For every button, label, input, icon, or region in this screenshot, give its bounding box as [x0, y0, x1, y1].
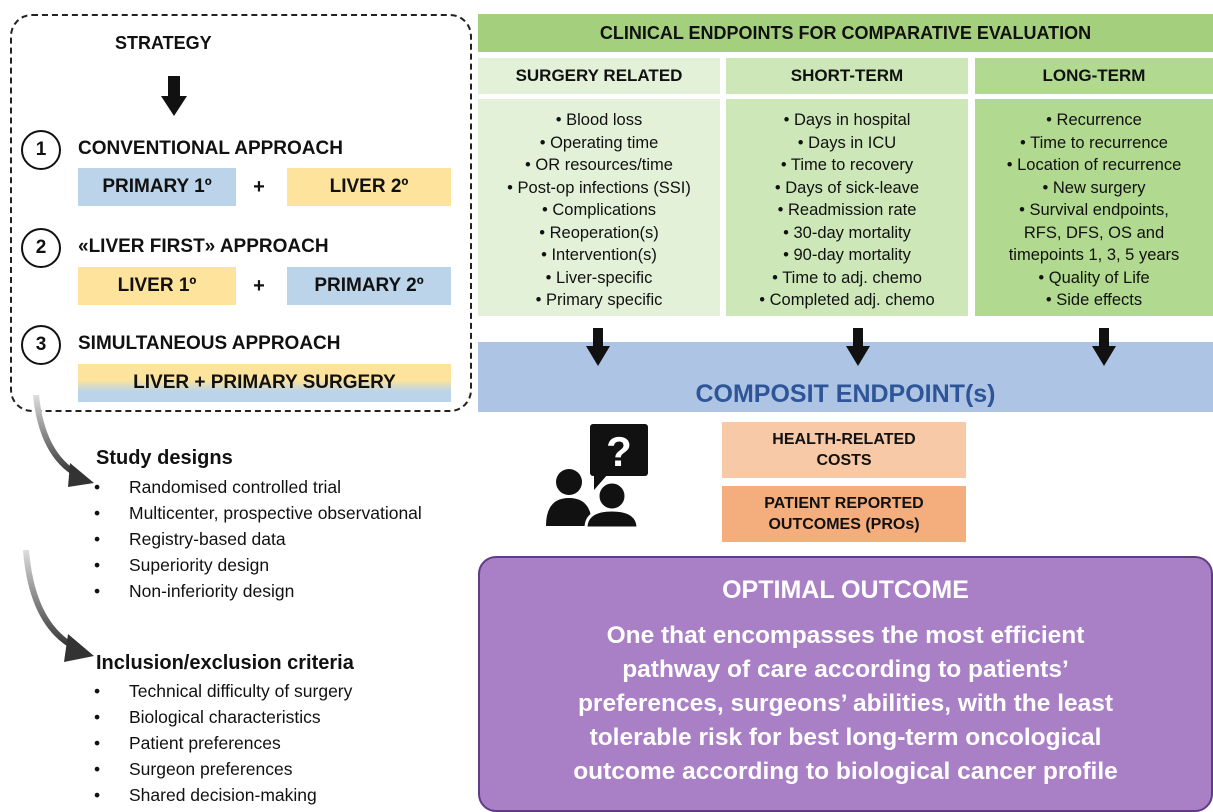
surgery-related-header: SURGERY RELATED [478, 58, 720, 94]
plus-sign: + [253, 275, 265, 297]
list-item: • Intervention(s) [541, 246, 657, 264]
primary-1-box: PRIMARY 1º [78, 168, 236, 206]
list-item: • Location of recurrence [1006, 156, 1182, 174]
list-item: • Time to recovery [780, 156, 914, 174]
long-term-header: LONG-TERM [975, 58, 1213, 94]
list-item: •Technical difficulty of surgery [94, 681, 353, 701]
list-item: • Days in hospital [783, 111, 911, 129]
list-item: • Post-op infections (SSI) [507, 178, 691, 197]
optimal-outcome-text: One that encompasses the most efficient … [480, 619, 1211, 789]
list-item: • Completed adj. chemo [759, 291, 935, 309]
surgery-related-list: • Blood loss • Operating time • OR resou… [478, 99, 720, 316]
list-item: • OR resources/time [525, 156, 673, 174]
list-item: •Surgeon preferences [94, 759, 293, 779]
list-item: RFS, DFS, OS and [1023, 223, 1165, 242]
list-item: • Reoperation(s) [539, 223, 659, 242]
study-designs-list: •Randomised controlled trial •Multicente… [94, 474, 422, 604]
people-question-icon: ? [546, 424, 648, 528]
list-item: • Readmission rate [777, 201, 917, 219]
list-item: • Operating time [539, 133, 659, 152]
down-arrow-icon [586, 328, 610, 366]
list-item: • Time to adj. chemo [772, 268, 922, 287]
down-arrow-icon [1092, 328, 1116, 366]
step-number-2: 2 [21, 228, 61, 268]
step-number-1: 1 [21, 130, 61, 170]
short-term-list: • Days in hospital • Days in ICU • Time … [726, 99, 968, 316]
composite-endpoints-band: COMPOSIT ENDPOINT(s) [478, 342, 1213, 412]
optimal-line: tolerable risk for best long-term oncolo… [589, 724, 1102, 751]
down-arrow-icon [846, 328, 870, 366]
list-item: •Registry-based data [94, 529, 286, 549]
pros-line: PATIENT REPORTED [764, 495, 924, 512]
list-item: • Days of sick-leave [774, 178, 920, 197]
list-item: • Recurrence [1046, 111, 1142, 129]
optimal-line: preferences, surgeons’ abilities, with t… [577, 690, 1114, 717]
pros-line: OUTCOMES (PROs) [768, 516, 920, 533]
plus-sign: + [253, 176, 265, 198]
primary-2-box: PRIMARY 2º [287, 267, 451, 305]
composite-endpoints-label: COMPOSIT ENDPOINT(s) [695, 379, 996, 408]
list-item: • 30-day mortality [783, 223, 911, 242]
long-term-list: • Recurrence • Time to recurrence • Loca… [975, 99, 1213, 316]
liver-1-box: LIVER 1º [78, 267, 236, 305]
list-item: • 90-day mortality [783, 246, 911, 264]
optimal-line: One that encompasses the most efficient [606, 622, 1085, 649]
list-item: •Multicenter, prospective observational [94, 503, 422, 523]
strategy-box [10, 14, 472, 412]
study-designs-title: Study designs [96, 447, 233, 469]
strategy-title: STRATEGY [115, 33, 212, 53]
health-costs-line: COSTS [816, 452, 872, 469]
simultaneous-surgery-box: LIVER + PRIMARY SURGERY [78, 364, 451, 402]
list-item: • New surgery [1042, 178, 1146, 197]
endpoints-header: CLINICAL ENDPOINTS FOR COMPARATIVE EVALU… [478, 14, 1213, 52]
list-item: •Superiority design [94, 555, 270, 575]
list-item: • Days in ICU [797, 133, 897, 152]
step-number-3: 3 [21, 325, 61, 365]
svg-text:?: ? [606, 428, 632, 475]
list-item: • Time to recurrence [1020, 133, 1168, 152]
pros-box: PATIENT REPORTED OUTCOMES (PROs) [722, 486, 966, 542]
optimal-line: pathway of care according to patients’ [622, 656, 1069, 683]
list-item: • Survival endpoints, [1019, 201, 1169, 219]
liver-2-box: LIVER 2º [287, 168, 451, 206]
list-item: • Complications [542, 201, 656, 219]
list-item: • Blood loss [555, 111, 643, 129]
approach-1-title: CONVENTIONAL APPROACH [78, 138, 343, 159]
list-item: •Biological characteristics [94, 707, 321, 727]
list-item: •Patient preferences [94, 733, 281, 753]
list-item: • Side effects [1045, 291, 1143, 309]
curved-arrow-icon [33, 395, 94, 487]
list-item: timepoints 1, 3, 5 years [1008, 246, 1180, 264]
health-costs-box: HEALTH-RELATED COSTS [722, 422, 966, 478]
down-arrow-icon [161, 76, 187, 116]
short-term-header: SHORT-TERM [726, 58, 968, 94]
approach-3-title: SIMULTANEOUS APPROACH [78, 333, 341, 354]
list-item: • Quality of Life [1038, 268, 1150, 287]
list-item: •Shared decision-making [94, 785, 317, 805]
optimal-outcome-box: OPTIMAL OUTCOME One that encompasses the… [478, 556, 1213, 812]
inclusion-criteria-list: •Technical difficulty of surgery •Biolog… [94, 678, 352, 808]
list-item: •Randomised controlled trial [94, 477, 342, 497]
curved-arrow-icon [23, 550, 94, 662]
list-item: • Liver-specific [545, 268, 653, 287]
health-costs-line: HEALTH-RELATED [772, 431, 916, 448]
optimal-line: outcome according to biological cancer p… [573, 758, 1118, 785]
optimal-outcome-title: OPTIMAL OUTCOME [722, 576, 969, 604]
list-item: • Primary specific [535, 291, 663, 309]
approach-2-title: «LIVER FIRST» APPROACH [78, 236, 329, 257]
list-item: •Non-inferiority design [94, 581, 295, 601]
inclusion-criteria-title: Inclusion/exclusion criteria [96, 652, 354, 674]
